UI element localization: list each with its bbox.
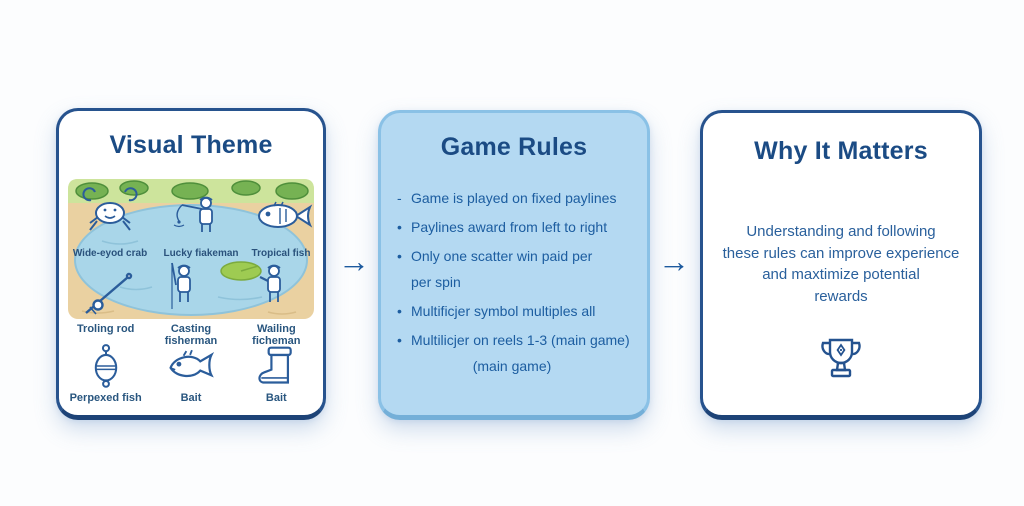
rule-text: Multificjer symbol multiples all — [411, 303, 596, 319]
pond-illustration: Wide-eyod crab Lucky fiakeman Tropical f… — [68, 179, 314, 319]
label-perplexed-fish: Perpexed fish — [69, 392, 142, 404]
lily-pad — [220, 261, 262, 281]
rule-text: Game is played on fixed paylines — [411, 190, 617, 206]
pond-label-tropical-fish: Tropical fish — [252, 248, 311, 259]
rule-item-2: • Paylines award from left to right — [397, 218, 643, 236]
why-it-matters-text: Understanding and following these rules … — [711, 221, 971, 307]
rule-text-continuation: per spin — [411, 274, 461, 290]
theme-icon-row: Perpexed fish Bait Bait — [63, 343, 319, 404]
label-bait-fish: Bait — [180, 392, 202, 404]
fisherman-icon — [173, 196, 213, 232]
bait-fish-item: Bait — [148, 343, 233, 404]
game-rules-list: - Game is played on fixed paylines • Pay… — [397, 189, 643, 386]
water-ripples — [101, 240, 263, 301]
fish-icon — [169, 349, 215, 378]
rule-text-continuation: (main game) — [472, 358, 552, 374]
arrow-right-icon: → — [658, 243, 690, 279]
rule-item-4: • Multificjer symbol multiples all — [397, 302, 643, 320]
sand-texture — [81, 310, 297, 315]
tropical-fish-icon — [258, 201, 313, 228]
panel-title-visual-theme: Visual Theme — [109, 131, 273, 159]
fishing-rod-icon — [85, 272, 133, 315]
bullet-marker: - — [397, 190, 402, 206]
rule-text: Paylines award from left to right — [411, 219, 608, 235]
bullet-marker: • — [397, 248, 402, 264]
wailing-fisherman-icon — [259, 264, 281, 302]
label-trolling-rod: Troling rod — [76, 323, 135, 335]
label-wailing-fisherman: Wailing ficheman — [252, 323, 301, 347]
game-rules-panel: Game Rules - Game is played on fixed pay… — [378, 110, 650, 420]
why-line-2: these rules can improve experience — [722, 244, 960, 262]
rule-item-1: - Game is played on fixed paylines — [397, 189, 643, 207]
rule-item-5: • Multilicjer on reels 1-3 (main game) — [397, 331, 643, 349]
bobber-icon — [94, 344, 117, 388]
panel-title-game-rules: Game Rules — [440, 133, 588, 161]
bobber-item: Perpexed fish — [63, 343, 148, 404]
bullet-marker: • — [397, 303, 402, 319]
arrow-right-icon: → — [338, 243, 370, 279]
label-casting-fisherman: Casting fisherman — [164, 323, 218, 347]
crab-icon — [82, 187, 138, 231]
trophy-icon — [821, 338, 861, 378]
bullet-marker: • — [397, 219, 402, 235]
bait-boot-item: Bait — [234, 343, 319, 404]
visual-theme-panel: Visual Theme — [56, 108, 326, 420]
rule-text: Multilicjer on reels 1-3 (main game) — [411, 332, 630, 348]
trophy-wrap — [703, 335, 979, 390]
rule-text: Only one scatter win paid per — [411, 248, 593, 264]
why-line-3: and maxtimize potential — [762, 266, 920, 283]
label-bait-boot: Bait — [265, 392, 287, 404]
bullet-marker: • — [397, 332, 402, 348]
shore-label-row: Troling rod Casting fisherman Wailing fi… — [63, 323, 319, 347]
pond-label-fisherman: Lucky fiakeman — [163, 248, 238, 259]
casting-fisherman-icon — [171, 262, 191, 309]
panel-title-why-it-matters: Why It Matters — [754, 137, 928, 165]
pond-water — [74, 204, 308, 316]
boot-icon — [258, 346, 293, 384]
rule-item-3: • Only one scatter win paid per — [397, 247, 643, 265]
why-it-matters-panel: Why It Matters Understanding and followi… — [700, 110, 982, 420]
why-line-4: rewards — [814, 287, 868, 305]
why-line-1: Understanding and following — [746, 223, 936, 240]
pond-label-crab: Wide-eyod crab — [73, 248, 147, 259]
